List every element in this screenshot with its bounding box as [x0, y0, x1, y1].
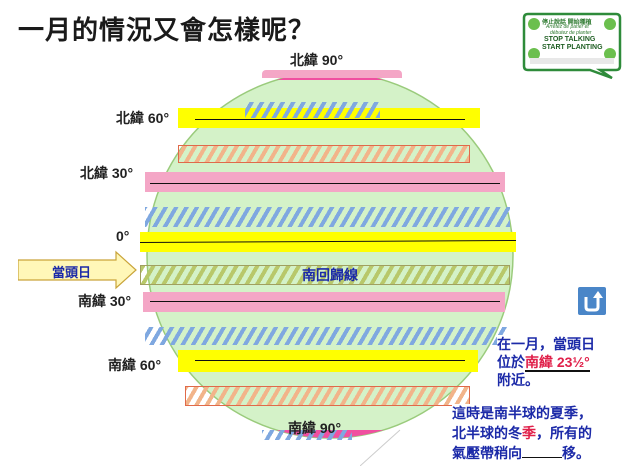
line-s30 [150, 301, 500, 302]
logo-line-5: START PLANTING [542, 44, 603, 51]
note2-line1: 這時是南半球的夏季， [452, 405, 592, 421]
note2-line2-overlay: 季 [522, 425, 536, 441]
band-tropic-hatch [140, 265, 510, 285]
band-s45-hatch [145, 327, 507, 345]
right-arrow-icon [17, 250, 137, 290]
back-button[interactable] [578, 287, 606, 315]
note2-line3-suffix: 移。 [562, 445, 590, 461]
overhead-sun-arrow: 當頭日 [17, 250, 138, 290]
note1-line1: 在一月，當頭日 [497, 336, 595, 352]
band-n60-hatch [245, 102, 380, 118]
logo-line-1: 停止說話 開始種植 [542, 20, 592, 26]
note1-latitude-highlight: 南緯 23½° [525, 354, 590, 372]
stop-talking-start-planting-logo: 停止說話 開始種植 Arrêtez de parler et débutez d… [520, 8, 623, 80]
january-note: 在一月，當頭日 位於南緯 23½° 附近。 [497, 335, 627, 395]
logo-line-3: débutez de planter [550, 30, 592, 36]
band-s60-yellow [178, 350, 478, 372]
band-n15-hatch [145, 207, 510, 227]
sun-arrow-label: 當頭日 [52, 265, 92, 280]
logo-line-4: STOP TALKING [544, 36, 596, 43]
note2-line2-prefix: 北半球的冬 [452, 425, 522, 441]
label-equator: 0° [116, 228, 130, 244]
label-north-60: 北緯 60° [116, 110, 170, 126]
label-north-30: 北緯 30° [80, 165, 134, 181]
band-n90-pink [262, 70, 402, 78]
note1-line2-prefix: 位於 [497, 354, 525, 370]
band-s30-pink [143, 292, 505, 312]
back-arrow-icon [584, 291, 603, 312]
season-note: 這時是南半球的夏季， 北半球的冬季，所有的 氣壓帶稍向 移。 [452, 404, 630, 466]
band-s90-hatch [262, 430, 352, 440]
logo-line-2: Arrêtez de parler et [546, 24, 589, 30]
note2-line2-suffix: ，所有的 [536, 425, 592, 441]
tropic-of-capricorn-label: 南回歸線 [302, 267, 358, 283]
note2-blank [522, 457, 562, 458]
label-south-30: 南緯 30° [78, 293, 132, 309]
line-n60 [195, 119, 465, 120]
label-north-90: 北緯 90° [290, 52, 344, 68]
corner-decoration [360, 429, 401, 466]
label-south-60: 南緯 60° [108, 357, 162, 373]
band-s70-hatch [185, 386, 470, 406]
line-s60 [195, 360, 465, 361]
line-n30 [150, 183, 500, 184]
band-n30-pink [145, 172, 505, 192]
band-n45-hatch [178, 145, 470, 163]
label-south-90: 南緯 90° [288, 420, 342, 436]
note1-line3: 附近。 [497, 372, 539, 388]
note2-line3-prefix: 氣壓帶稍向 [452, 445, 522, 461]
page-title: 一月的情況又會怎樣呢？ [18, 15, 316, 45]
